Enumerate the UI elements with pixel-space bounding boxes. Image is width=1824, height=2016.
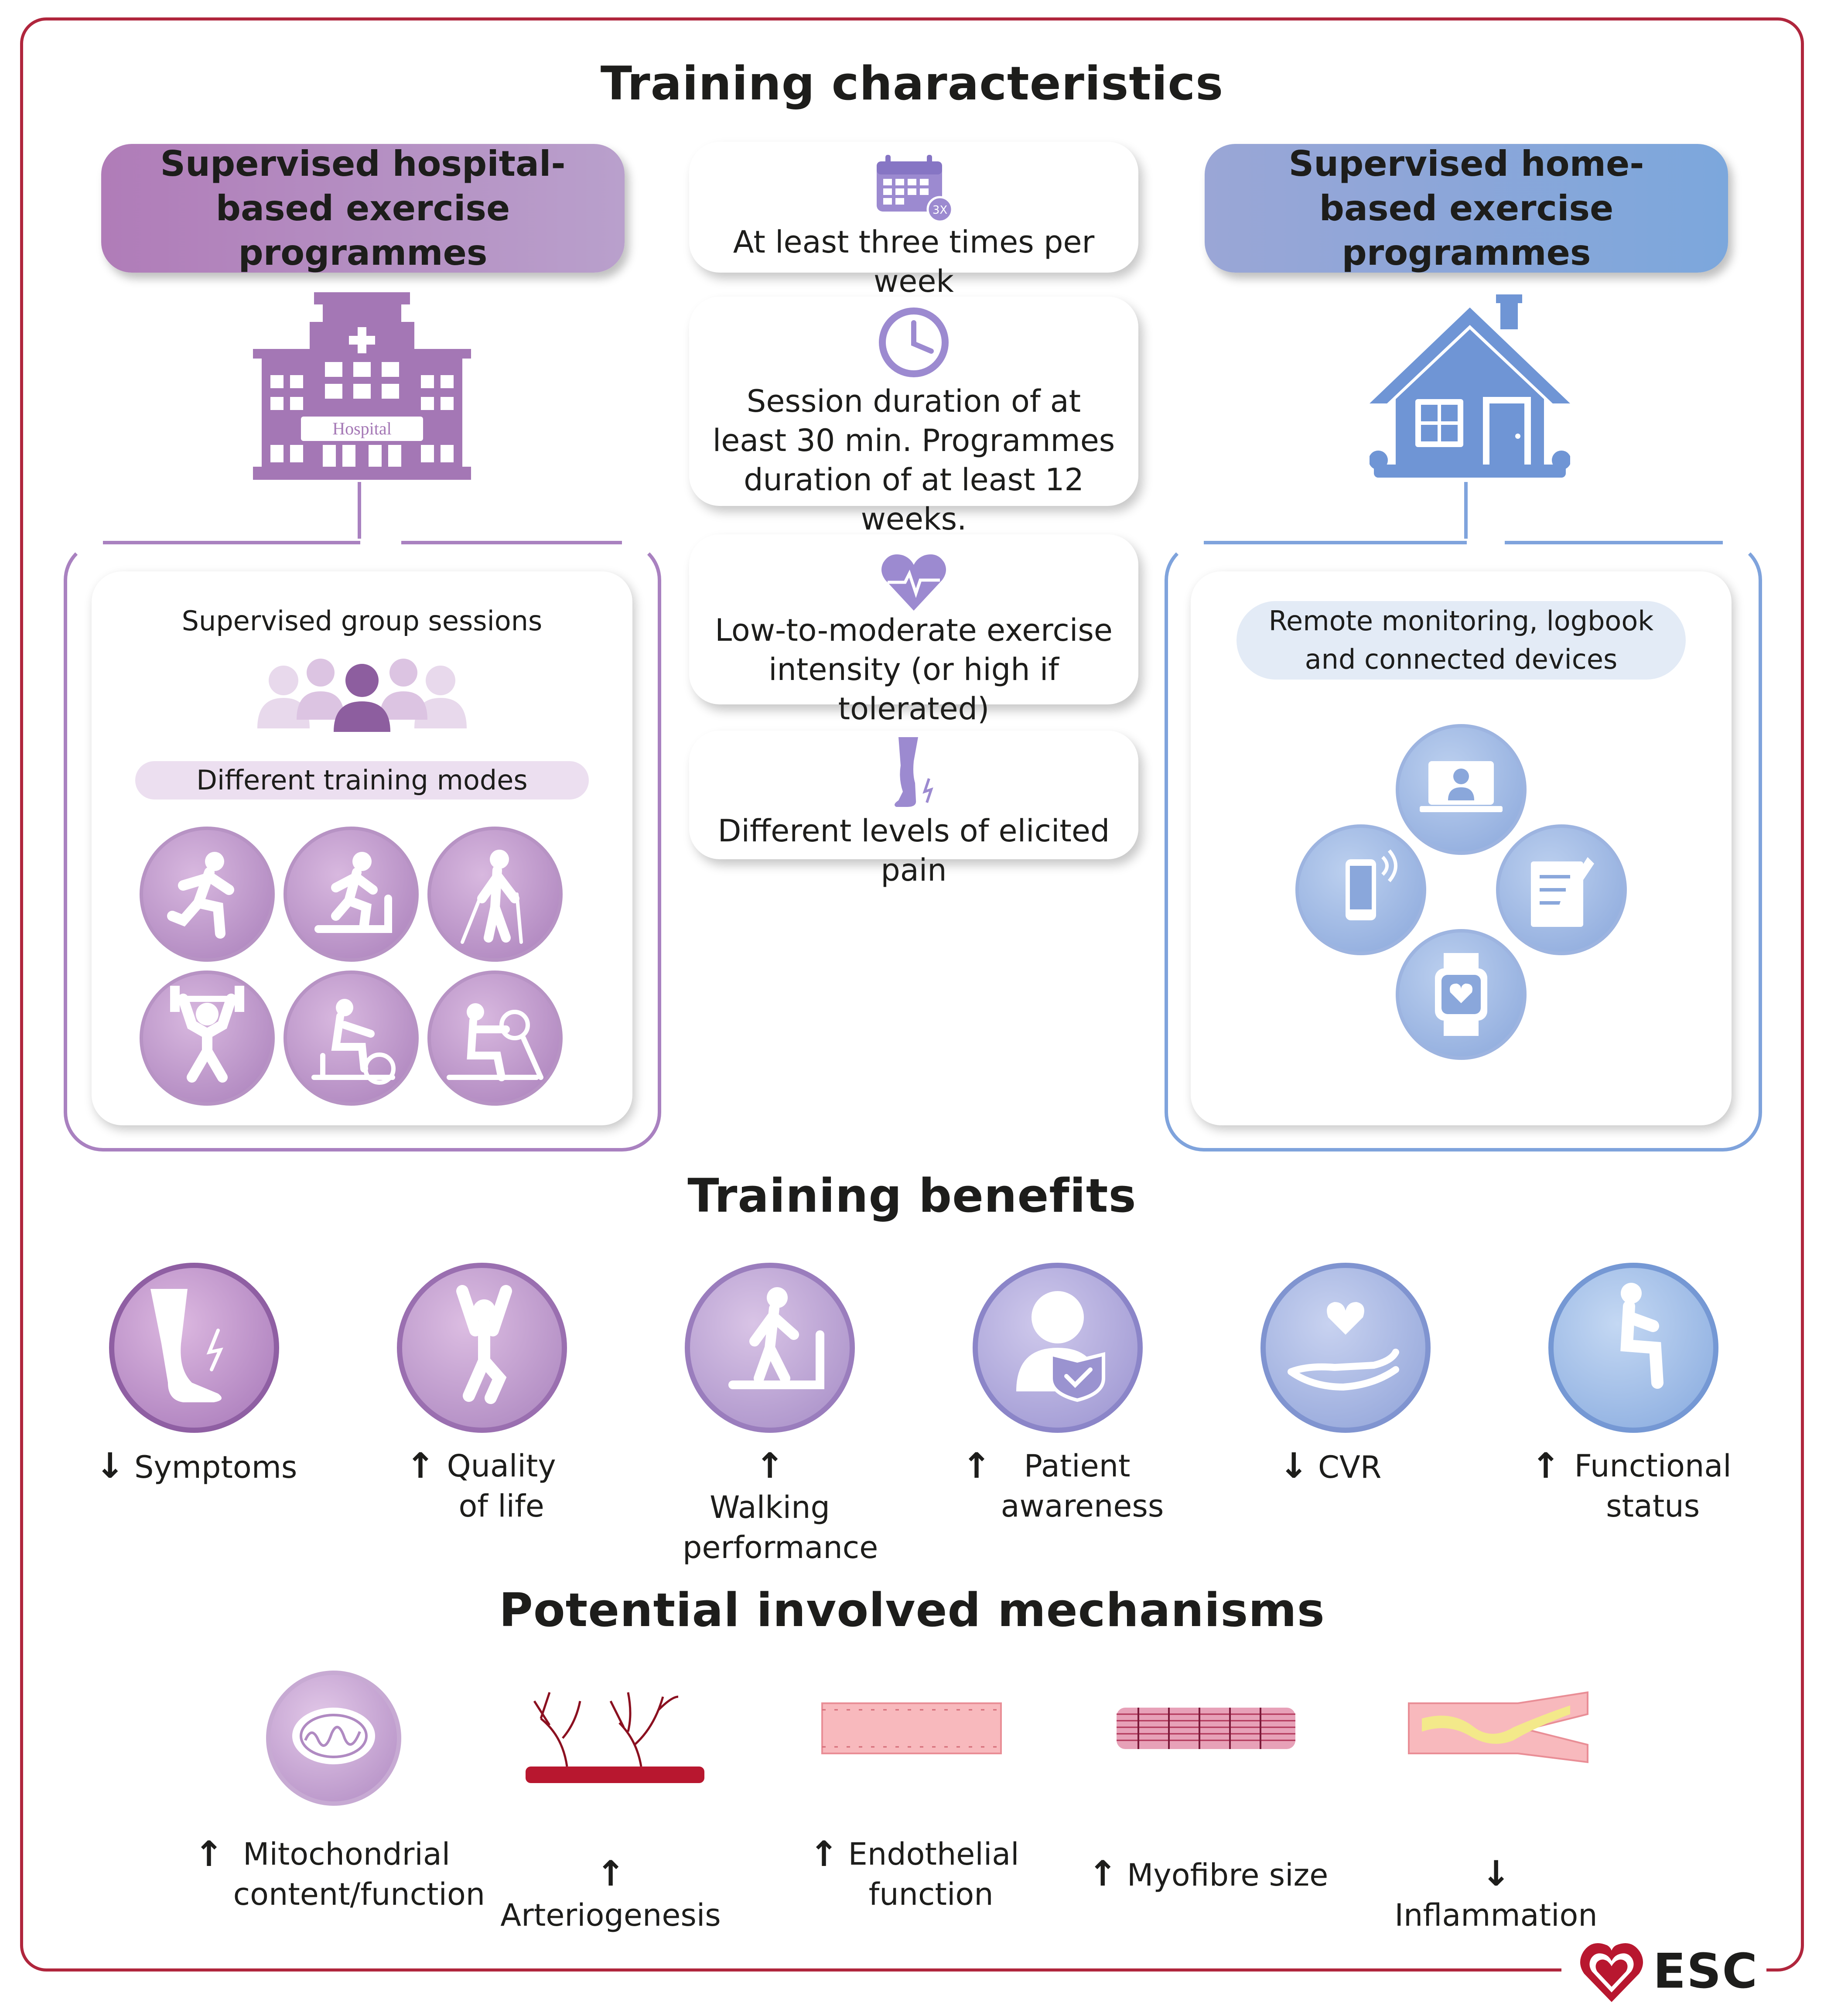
- group-sessions-label: Supervised group sessions: [181, 605, 543, 637]
- benefit-walking-performance: ↑ Walking performance: [683, 1445, 878, 1566]
- hospital-frame-top-left: [103, 541, 360, 544]
- mechanism-arteriogenesis: ↑ Arteriogenesis: [500, 1853, 721, 1934]
- arrow-up-icon: ↑: [194, 1834, 224, 1874]
- hospital-connector: [358, 482, 361, 539]
- arrow-down-icon: ↓: [1279, 1445, 1308, 1486]
- title-training-characteristics: Training characteristics: [600, 57, 1224, 110]
- characteristic-frequency-card: 3X At least three times per week: [689, 142, 1138, 299]
- pain-text: Different levels of elicited pain: [717, 813, 1110, 888]
- myofibre-icon: [1117, 1708, 1295, 1749]
- esc-logo-text: ESC: [1653, 1943, 1759, 1999]
- plaque-vessel-icon: [1408, 1691, 1588, 1763]
- endothelium-icon: [821, 1702, 1002, 1754]
- title-mechanisms: Potential involved mechanisms: [499, 1583, 1325, 1637]
- outer-frame: [20, 17, 1804, 1972]
- mechanism-myofibre: ↑ Myofibre size: [1088, 1853, 1329, 1894]
- hospital-icon: Hospital: [253, 292, 471, 480]
- hospital-sign-text: Hospital: [332, 419, 392, 438]
- hospital-panel-frame: [64, 541, 661, 1152]
- esc-heart-icon: [1580, 1943, 1643, 2002]
- benefit-quality-of-life: ↑ Quality of life: [406, 1445, 556, 1524]
- arrow-up-icon: ↑: [406, 1445, 435, 1486]
- remote-monitoring-label: Remote monitoring, logbook and connected…: [1236, 601, 1686, 680]
- benefit-patient-awareness: ↑ Patient awareness: [962, 1445, 1164, 1524]
- three-times-badge: 3X: [932, 204, 947, 217]
- clock-icon: [879, 308, 949, 377]
- arrow-down-icon: ↓: [1481, 1853, 1511, 1894]
- esc-logo: ESC: [1561, 1937, 1766, 2006]
- cycle-ergometer-icon: [284, 970, 419, 1106]
- home-panel-frame: [1165, 541, 1762, 1152]
- benefit-functional-status: ↑ Functional status: [1531, 1445, 1732, 1524]
- arteries-icon: [526, 1692, 704, 1783]
- arrow-up-icon: ↑: [596, 1853, 625, 1894]
- arrow-up-icon: ↑: [755, 1445, 785, 1486]
- mechanism-endothelial: ↑ Endothelial function: [809, 1834, 1019, 1913]
- characteristic-pain-card: Different levels of elicited pain: [689, 731, 1138, 888]
- group-people-icon: [257, 659, 467, 732]
- mechanism-mitochondrial: ↑ Mitochondrial content/function: [194, 1834, 485, 1913]
- calendar-icon: 3X: [877, 155, 953, 222]
- duration-text: Session duration of at least 30 min. Pro…: [712, 383, 1115, 537]
- arm-ergometer-icon: [427, 970, 563, 1106]
- house-icon: [1370, 294, 1570, 478]
- leg-pain-icon: [895, 737, 933, 807]
- home-programme-pill: Supervised home-based exercise programme…: [1205, 144, 1728, 273]
- benefit-symptoms: ↓ Symptoms: [95, 1445, 297, 1486]
- frequency-text: At least three times per week: [733, 224, 1095, 299]
- arrow-down-icon: ↓: [95, 1445, 125, 1486]
- hospital-programme-pill: Supervised hospital-based exercise progr…: [101, 144, 625, 273]
- training-modes-label: Different training modes: [135, 761, 589, 800]
- characteristic-duration-card: Session duration of at least 30 min. Pro…: [689, 297, 1138, 537]
- intensity-text: Low-to-moderate exercise intensity (or h…: [715, 612, 1113, 727]
- benefit-cvr: ↓ CVR: [1279, 1445, 1382, 1486]
- home-frame-top-right: [1505, 541, 1723, 544]
- arrow-up-icon: ↑: [962, 1445, 991, 1486]
- arrow-up-icon: ↑: [809, 1834, 839, 1874]
- arrow-up-icon: ↑: [1531, 1445, 1561, 1486]
- home-frame-top-left: [1204, 541, 1467, 544]
- running-icon: [140, 827, 275, 962]
- title-training-benefits: Training benefits: [687, 1169, 1137, 1223]
- mechanism-inflammation: ↓ Inflammation: [1394, 1853, 1598, 1934]
- characteristic-intensity-card: Low-to-moderate exercise intensity (or h…: [689, 534, 1138, 727]
- arrow-up-icon: ↑: [1088, 1853, 1117, 1894]
- home-connector: [1464, 482, 1468, 539]
- heart-pulse-icon: [881, 554, 946, 611]
- hospital-frame-top-right: [401, 541, 622, 544]
